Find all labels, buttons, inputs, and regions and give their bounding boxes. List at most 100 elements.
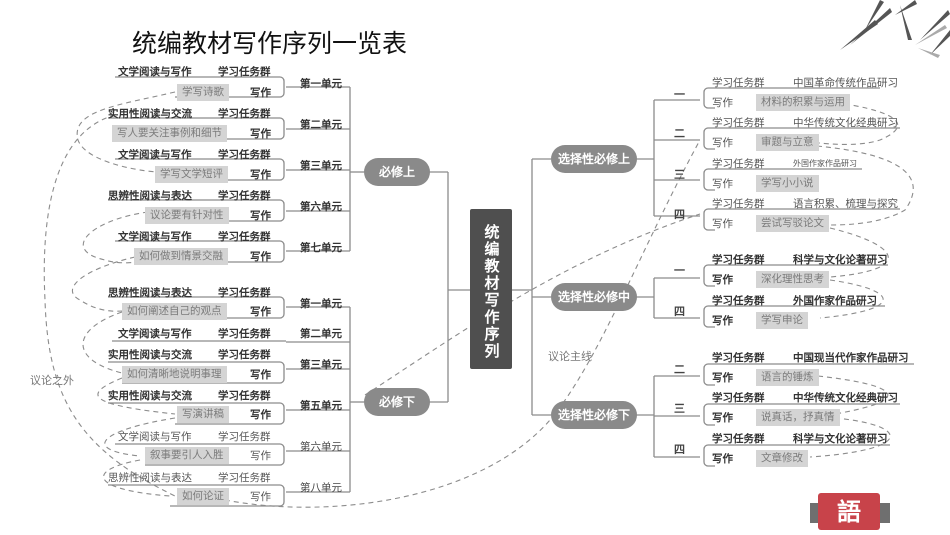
- center-node: 统编教材写作序列: [470, 209, 512, 369]
- writing-label: 写作: [250, 87, 271, 99]
- writing-task: 学写申论: [756, 312, 808, 329]
- task-group-label: 学习任务群: [218, 349, 271, 361]
- writing-label: 写作: [250, 169, 271, 181]
- task-group: 语言积累、梳理与探究: [793, 198, 898, 210]
- writing-task: 语言的锤炼: [756, 369, 819, 386]
- task-group-label: 学习任务群: [218, 108, 271, 120]
- writing-label: 写作: [712, 97, 733, 109]
- seal-char: 語: [837, 497, 861, 526]
- unit-label: 第二单元: [300, 119, 342, 131]
- node-xuanze-zhong: 选择性必修中: [551, 283, 637, 311]
- writing-task: 学写诗歌: [177, 84, 229, 101]
- task-group: 思辨性阅读与表达: [108, 190, 192, 202]
- unit-number: 二: [674, 127, 685, 140]
- annotation-outside: 议论之外: [30, 374, 74, 387]
- writing-task: 学写小小说: [756, 175, 819, 192]
- task-group-label: 学习任务群: [218, 431, 271, 443]
- writing-task: 尝试写驳论文: [756, 215, 829, 232]
- writing-task: 写人要关注事例和细节: [112, 125, 227, 142]
- task-group-label: 学习任务群: [218, 190, 271, 202]
- task-group: 文学阅读与写作: [118, 431, 192, 443]
- page-title: 统编教材写作序列一览表: [132, 29, 408, 58]
- unit-label: 第三单元: [300, 359, 342, 371]
- unit-label: 第一单元: [300, 298, 342, 310]
- writing-label: 写作: [712, 315, 733, 327]
- writing-task: 议论要有针对性: [145, 207, 229, 224]
- task-group-label: 学习任务群: [712, 352, 765, 364]
- task-group-label: 学习任务群: [712, 392, 765, 404]
- writing-label: 写作: [712, 412, 733, 424]
- writing-label: 写作: [712, 178, 733, 190]
- task-group: 文学阅读与写作: [118, 149, 192, 161]
- writing-task: 学写文学短评: [155, 166, 228, 183]
- task-group: 外国作家作品研习: [793, 295, 877, 307]
- writing-label: 写作: [250, 369, 271, 381]
- writing-label: 写作: [712, 274, 733, 286]
- unit-number: 三: [674, 402, 685, 415]
- unit-number: 四: [674, 208, 685, 221]
- task-group: 中华传统文化经典研习: [793, 392, 898, 404]
- task-group-label: 学习任务群: [218, 287, 271, 299]
- task-group: 中华传统文化经典研习: [793, 117, 898, 129]
- writing-task: 叙事要引人入胜: [145, 447, 229, 464]
- unit-label: 第一单元: [300, 78, 342, 90]
- task-group: 文学阅读与写作: [118, 66, 192, 78]
- writing-label: 写作: [712, 372, 733, 384]
- task-group: 思辨性阅读与表达: [108, 472, 192, 484]
- writing-label: 写作: [250, 306, 271, 318]
- writing-task: 文章修改: [756, 450, 808, 467]
- task-group-label: 学习任务群: [712, 433, 765, 445]
- writing-label: 写作: [250, 251, 271, 263]
- node-xuanze-xia: 选择性必修下: [551, 401, 637, 429]
- task-group-label: 学习任务群: [218, 149, 271, 161]
- task-group-label: 学习任务群: [712, 295, 765, 307]
- seal-logo: 語: [818, 493, 880, 530]
- task-group: 中国现当代作家作品研习: [793, 352, 909, 364]
- writing-task: 写演讲稿: [177, 406, 229, 423]
- task-group: 科学与文化论著研习: [793, 433, 888, 445]
- task-group: 中国革命传统作品研习: [793, 77, 898, 89]
- bamboo-decoration-icon: [840, 0, 950, 58]
- annotation-main-line: 议论主线: [548, 350, 592, 363]
- task-group-label: 学习任务群: [712, 158, 765, 170]
- task-group: 外国作家作品研习: [793, 159, 857, 168]
- writing-label: 写作: [712, 218, 733, 230]
- writing-task: 如何论证: [177, 488, 229, 505]
- writing-task: 深化理性思考: [756, 271, 829, 288]
- writing-label: 写作: [250, 491, 271, 503]
- unit-number: 三: [674, 168, 685, 181]
- unit-label: 第二单元: [300, 328, 342, 340]
- unit-number: 四: [674, 305, 685, 318]
- task-group-label: 学习任务群: [218, 66, 271, 78]
- unit-number: 四: [674, 443, 685, 456]
- task-group-label: 学习任务群: [218, 231, 271, 243]
- unit-label: 第六单元: [300, 201, 342, 213]
- writing-task: 如何做到情景交融: [134, 248, 228, 265]
- task-group-label: 学习任务群: [712, 198, 765, 210]
- task-group-label: 学习任务群: [218, 390, 271, 402]
- task-group: 文学阅读与写作: [118, 328, 192, 340]
- task-group: 实用性阅读与交流: [108, 390, 192, 402]
- task-group: 实用性阅读与交流: [108, 108, 192, 120]
- writing-task: 材料的积累与运用: [756, 94, 850, 111]
- unit-number: 二: [674, 363, 685, 376]
- writing-label: 写作: [712, 453, 733, 465]
- node-bixiu-shang: 必修上: [364, 158, 430, 186]
- writing-label: 写作: [250, 450, 271, 462]
- task-group-label: 学习任务群: [712, 77, 765, 89]
- task-group-label: 学习任务群: [218, 328, 271, 340]
- node-bixiu-xia: 必修下: [364, 388, 430, 416]
- task-group-label: 学习任务群: [712, 254, 765, 266]
- task-group: 文学阅读与写作: [118, 231, 192, 243]
- writing-label: 写作: [250, 210, 271, 222]
- unit-label: 第八单元: [300, 482, 342, 494]
- unit-label: 第五单元: [300, 400, 342, 412]
- node-xuanze-shang: 选择性必修上: [551, 145, 637, 173]
- task-group: 实用性阅读与交流: [108, 349, 192, 361]
- task-group: 思辨性阅读与表达: [108, 287, 192, 299]
- unit-label: 第三单元: [300, 160, 342, 172]
- task-group-label: 学习任务群: [712, 117, 765, 129]
- writing-task: 说真话，抒真情: [756, 409, 840, 426]
- writing-label: 写作: [250, 409, 271, 421]
